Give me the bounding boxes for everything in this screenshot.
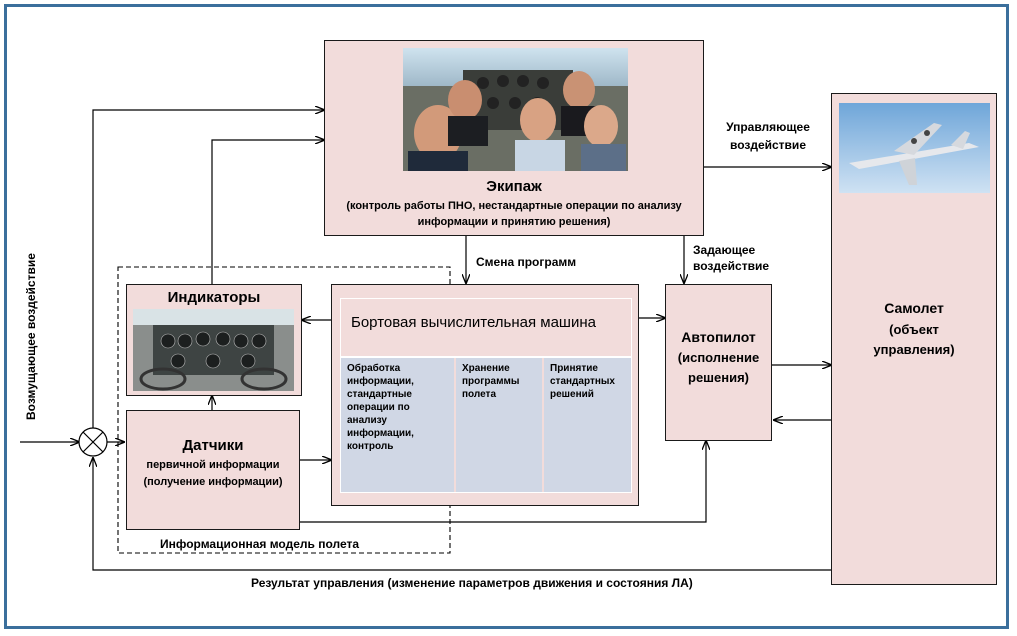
sensors-box: Датчики первичной информации (получение … [126,410,300,530]
autopilot-title: Автопилот [681,329,756,345]
computer-inner: Бортовая вычислительная машина Обработка… [340,298,632,493]
indicators-to-crew-arrow [211,140,324,284]
indicators-title: Индикаторы [167,289,261,306]
airplane-subtitle: (объект управления) [873,322,955,357]
computer-title: Бортовая вычислительная машина [351,314,596,331]
airplane-photo [839,103,990,193]
crew-title: Экипаж [486,178,542,195]
indicators-box: Индикаторы [126,284,302,396]
junction-to-crew-arrow [92,110,324,428]
airplane-title: Самолет [884,300,944,316]
setting-action-label: Задающее воздействие [693,243,770,273]
sensors-line2: (получение информации) [143,476,283,488]
control-action-label: Управляющее воздействие [726,120,810,152]
sensors-to-autopilot-arrow [300,441,706,523]
program-change-label: Смена программ [476,255,577,269]
crew-box: Экипаж (контроль работы ПНО, нестандартн… [324,40,704,236]
result-label: Результат управления (изменение параметр… [251,576,693,590]
computer-cell-decisions: Принятие стандартных решений [544,358,631,492]
result-feedback-arrow [93,458,831,571]
sensors-title: Датчики [182,437,244,454]
disturbance-label: Возмущающее воздействие [24,253,38,420]
info-model-label: Информационная модель полета [160,537,360,551]
crew-description: (контроль работы ПНО, нестандартные опер… [346,200,682,228]
summing-junction [78,427,108,457]
cockpit-panel-photo [133,309,294,391]
computer-divider [341,356,631,358]
crew-photo [403,48,628,171]
autopilot-subtitle: (исполнение решения) [677,350,760,385]
computer-cell-program-storage: Хранение программы полета [456,358,542,492]
airplane-box: Самолет (объект управления) [831,93,997,585]
sensors-line1: первичной информации [146,459,280,471]
computer-box: Бортовая вычислительная машина Обработка… [331,284,639,506]
autopilot-box: Автопилот (исполнение решения) [665,284,772,441]
computer-cell-processing: Обработка информации, стандартные операц… [341,358,454,492]
